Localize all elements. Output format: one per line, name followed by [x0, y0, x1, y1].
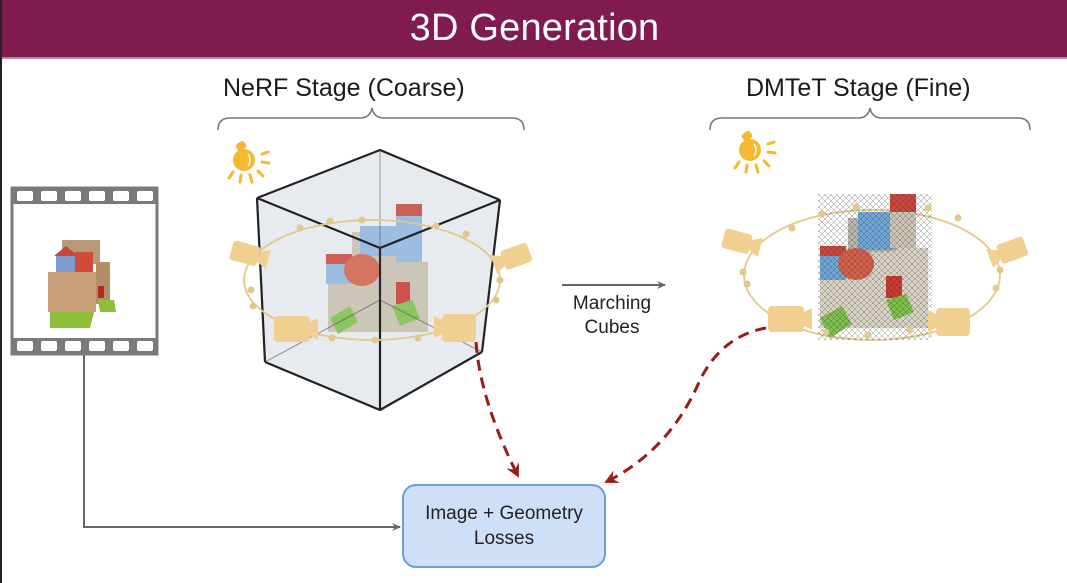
- nerf-camera-orbit: [229, 216, 532, 344]
- camera-icon: [274, 316, 318, 342]
- camera-icon: [229, 240, 271, 270]
- dmtet-render-arrow: [604, 326, 767, 484]
- camera-icon: [928, 308, 970, 336]
- loss-box-line1: Image + Geometry: [425, 503, 583, 524]
- film-strip-icon: [10, 186, 159, 356]
- light-bulb-icon: [733, 131, 777, 174]
- nerf-stage-bracket: [217, 107, 525, 131]
- frame-border: [0, 0, 2, 583]
- camera-icon: [721, 228, 763, 258]
- nerf-stage-label: NeRF Stage (Coarse): [223, 74, 465, 102]
- dmtet-mesh-castle: [721, 194, 1028, 341]
- camera-icon: [986, 236, 1028, 268]
- input-image-castle: [48, 240, 116, 328]
- title-bar: 3D Generation: [2, 0, 1067, 59]
- nerf-render-arrow: [474, 341, 520, 478]
- camera-icon: [490, 242, 532, 274]
- input-to-loss-arrow: [83, 355, 401, 531]
- camera-icon: [768, 306, 812, 332]
- marching-cubes-label: Marching Cubes: [572, 293, 652, 338]
- bounding-cube-icon: [255, 148, 502, 412]
- dmtet-stage-label: DMTeT Stage (Fine): [746, 74, 971, 102]
- camera-icon: [434, 314, 476, 342]
- nerf-castle: [326, 204, 428, 334]
- loss-box-line2: Losses: [473, 528, 535, 549]
- page-title: 3D Generation: [409, 7, 660, 49]
- dmtet-stage-bracket: [709, 107, 1031, 131]
- light-bulb-icon: [227, 141, 271, 184]
- loss-box: Image + Geometry Losses: [402, 484, 606, 568]
